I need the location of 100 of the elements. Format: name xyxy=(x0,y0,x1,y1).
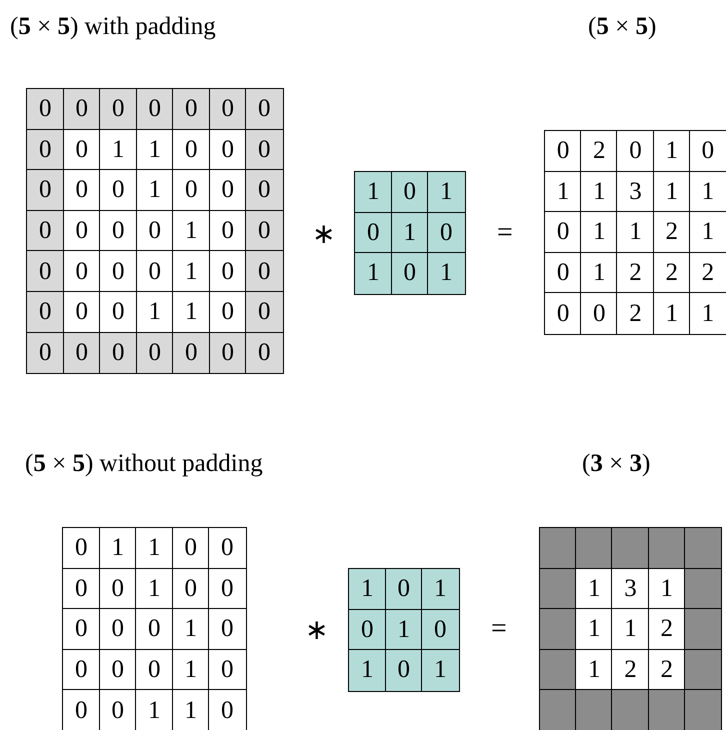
matrix-cell: 0 xyxy=(545,212,582,253)
matrix-cell: 1 xyxy=(581,212,618,253)
matrix-heading: (5 × 5) with padding xyxy=(10,12,216,42)
matrix-cell: 0 xyxy=(172,568,209,610)
matrix-cell: 0 xyxy=(428,212,464,254)
matrix-cell: 2 xyxy=(612,650,649,690)
matrix-cell: 1 xyxy=(581,172,618,212)
matrix-cell: 0 xyxy=(246,89,282,130)
matrix-cell: 0 xyxy=(172,528,209,569)
matrix-cell: 0 xyxy=(422,610,458,650)
matrix-cell: 0 xyxy=(173,332,210,374)
matrix-cell: 1 xyxy=(581,252,618,294)
matrix-cell: 1 xyxy=(100,528,136,569)
matrix-cell: 1 xyxy=(100,130,136,170)
operator-symbol: ∗ xyxy=(312,220,335,250)
matrix-cell: 1 xyxy=(617,212,654,253)
operator-symbol: ∗ xyxy=(305,616,328,646)
matrix-cell: 0 xyxy=(100,210,136,252)
matrix-cell: 0 xyxy=(246,332,282,374)
matrix-cell: 0 xyxy=(100,170,136,211)
matrix-cell: 1 xyxy=(654,172,690,212)
matrix-cell: 0 xyxy=(173,130,210,170)
matrix-cell: 1 xyxy=(173,251,210,292)
matrix-cell: 0 xyxy=(63,568,100,610)
matrix-heading: (3 × 3) xyxy=(582,449,650,479)
matrix-cell: 2 xyxy=(648,650,685,690)
matrix-cell: 0 xyxy=(27,332,64,374)
matrix-cell: 0 xyxy=(349,610,386,650)
matrix-cell: 0 xyxy=(246,292,282,333)
matrix-cell: 1 xyxy=(428,172,464,213)
matrix-cell: 2 xyxy=(581,131,618,172)
matrix-cell: 0 xyxy=(210,332,246,374)
matrix-cell: 0 xyxy=(617,131,654,172)
matrix-cell: 3 xyxy=(617,172,654,212)
operator-symbol: = xyxy=(497,218,513,248)
matrix-cell: 2 xyxy=(617,252,654,294)
matrix-cell: 0 xyxy=(386,569,422,610)
matrix-cell: 1 xyxy=(690,172,726,212)
matrix-cell: 0 xyxy=(355,212,392,254)
matrix-cell: 0 xyxy=(210,89,246,130)
matrix-cell: 0 xyxy=(210,210,246,252)
matrix-cell: 1 xyxy=(422,650,458,691)
matrix-cell: 0 xyxy=(136,650,172,690)
matrix-cell: 0 xyxy=(27,251,64,292)
matrix-cell: 0 xyxy=(63,650,100,690)
matrix-cell: 1 xyxy=(136,568,172,610)
matrix-cell: 0 xyxy=(64,210,100,252)
matrix-cell: 0 xyxy=(246,210,282,252)
matrix-cell: 1 xyxy=(386,610,422,650)
matrix-cell: 0 xyxy=(210,292,246,333)
matrix-cell: 0 xyxy=(64,292,100,333)
matrix-cell: 0 xyxy=(136,609,172,650)
matrix-cell: 1 xyxy=(172,690,209,730)
matrix-cell: 0 xyxy=(100,251,136,292)
matrix-cell: 0 xyxy=(63,528,100,569)
matrix-cell: 2 xyxy=(654,212,690,253)
matrix-cell: 0 xyxy=(386,650,422,691)
matrix-cell: 1 xyxy=(576,650,612,690)
operator-symbol: = xyxy=(491,614,507,644)
matrix-cell: 1 xyxy=(349,569,386,610)
matrix-cell: 0 xyxy=(392,172,428,213)
matrix-cell: 0 xyxy=(246,251,282,292)
matrix-cell: 0 xyxy=(63,609,100,650)
matrix-cell: 1 xyxy=(172,609,209,650)
matrix-cell: 0 xyxy=(210,170,246,211)
matrix-heading: (5 × 5) xyxy=(588,12,656,42)
matrix-cell: 0 xyxy=(100,332,136,374)
matrix-cell: 1 xyxy=(545,172,582,212)
matrix-cell: 1 xyxy=(576,609,612,650)
matrix-cell: 1 xyxy=(136,528,172,569)
matrix-cell: 0 xyxy=(64,89,100,130)
matrix-cell: 1 xyxy=(136,292,173,333)
matrix-cell: 0 xyxy=(246,130,282,170)
matrix-cell: 0 xyxy=(100,609,136,650)
matrix-cell: 1 xyxy=(136,170,173,211)
matrix-cell: 1 xyxy=(172,650,209,690)
matrix-cell: 1 xyxy=(173,210,210,252)
matrix-cell: 0 xyxy=(136,332,173,374)
matrix-cell: 0 xyxy=(64,251,100,292)
matrix-cell: 0 xyxy=(100,650,136,690)
matrix-cell: 0 xyxy=(64,130,100,170)
matrix-cell: 0 xyxy=(136,89,173,130)
matrix-cell: 2 xyxy=(654,252,690,294)
matrix-heading: (5 × 5) without padding xyxy=(25,449,263,479)
matrix-cell: 0 xyxy=(210,251,246,292)
matrix-cell: 1 xyxy=(136,130,173,170)
matrix-cell: 0 xyxy=(64,332,100,374)
matrix-cell: 0 xyxy=(136,210,173,252)
matrix-cell: 0 xyxy=(64,170,100,211)
matrix-cell: 2 xyxy=(648,609,685,650)
matrix-cell: 0 xyxy=(209,568,246,610)
matrix-cell: 1 xyxy=(576,568,612,610)
matrix-cell: 1 xyxy=(654,131,690,172)
matrix-cell: 0 xyxy=(100,89,136,130)
matrix-cell: 1 xyxy=(612,609,649,650)
matrix-cell: 0 xyxy=(545,252,582,294)
matrix-cell: 3 xyxy=(612,568,649,610)
matrix-cell: 1 xyxy=(648,568,685,610)
matrix-cell: 1 xyxy=(355,172,392,213)
matrix-cell: 1 xyxy=(349,650,386,691)
